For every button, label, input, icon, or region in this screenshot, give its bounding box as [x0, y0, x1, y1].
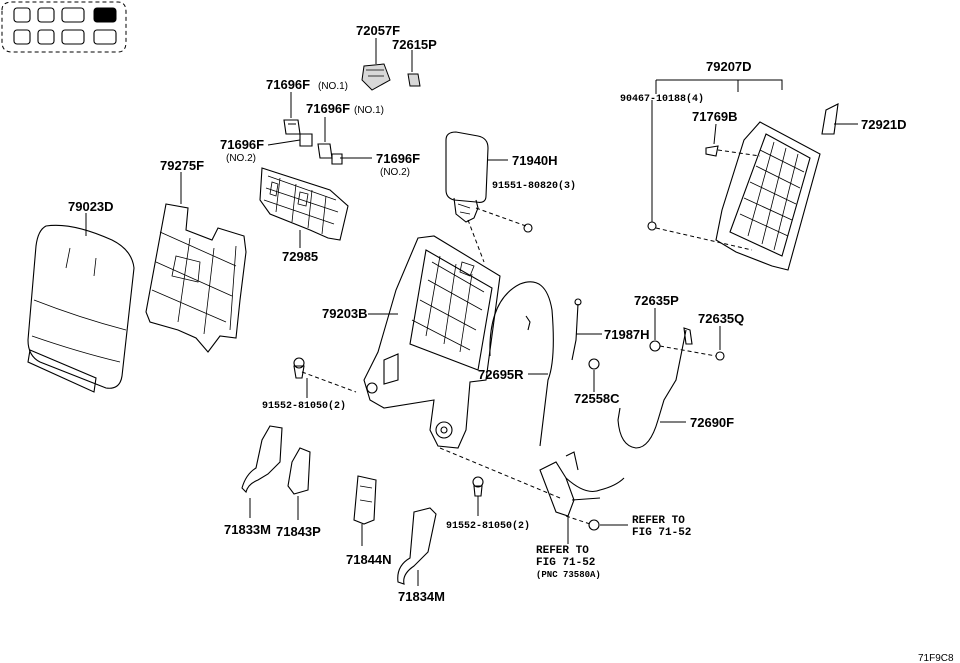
label-71844N[interactable]: 71844N — [346, 552, 392, 567]
label-71696F-a[interactable]: 71696F — [266, 77, 311, 92]
label-72057F[interactable]: 72057F — [356, 23, 401, 38]
label-72558C[interactable]: 72558C — [574, 391, 620, 406]
diagram-code: 71F9C8 — [918, 653, 954, 663]
part-71844N-drawing — [353, 475, 377, 546]
seat-belt-drawing — [539, 451, 625, 544]
label-91552-81050-b[interactable]: 91552-81050(2) — [446, 521, 531, 532]
label-72690F[interactable]: 72690F — [690, 415, 735, 430]
label-72635P[interactable]: 72635P — [634, 293, 679, 308]
ref-fig-71-52-b[interactable]: REFER TO FIG 71-52 (PNC 73580A) — [536, 545, 601, 581]
label-72921D[interactable]: 72921D — [861, 117, 907, 132]
part-72558C-drawing — [588, 358, 600, 392]
label-71987H[interactable]: 71987H — [604, 327, 650, 342]
part-71843P-drawing — [287, 447, 311, 520]
ref-b-line1: REFER TO — [536, 545, 589, 557]
part-71696F-drawing — [267, 92, 372, 165]
part-72921D-drawing — [821, 103, 858, 135]
label-79023D[interactable]: 79023D — [68, 199, 114, 214]
seat-layout-icon — [1, 1, 127, 53]
part-71833M-drawing — [241, 425, 283, 518]
label-90467-10188[interactable]: 90467-10188(4) — [620, 94, 705, 105]
label-91552-81050-a[interactable]: 91552-81050(2) — [262, 401, 347, 412]
part-72695R-drawing — [489, 281, 554, 447]
label-71696F-d[interactable]: 71696F — [376, 151, 421, 166]
label-71834M[interactable]: 71834M — [398, 589, 445, 604]
part-71834M-drawing — [397, 507, 437, 586]
ref-a-line1: REFER TO — [632, 515, 685, 527]
part-72057F-drawing — [361, 38, 391, 91]
ref-b-line2: FIG 71-52 — [536, 557, 596, 569]
ref-b-line3: (PNC 73580A) — [536, 570, 601, 580]
part-79207D-drawing — [647, 79, 821, 271]
label-72985[interactable]: 72985 — [282, 249, 319, 264]
part-72635-drawing — [649, 308, 725, 361]
part-72690F-drawing — [617, 327, 693, 449]
note-71696F-d: (NO.2) — [380, 167, 410, 178]
ref-a-line2: FIG 71-52 — [632, 527, 692, 539]
label-71940H[interactable]: 71940H — [512, 153, 558, 168]
ref-fig-71-52-a[interactable]: REFER TO FIG 71-52 — [632, 515, 691, 539]
part-79203B-drawing — [363, 235, 501, 449]
label-71833M[interactable]: 71833M — [224, 522, 271, 537]
label-71769B[interactable]: 71769B — [692, 109, 738, 124]
part-71987H-drawing — [571, 298, 602, 361]
label-91551-80820[interactable]: 91551-80820(3) — [492, 181, 577, 192]
note-71696F-b: (NO.1) — [354, 105, 384, 116]
label-72635Q[interactable]: 72635Q — [698, 311, 745, 326]
part-79275F-drawing — [145, 172, 247, 353]
label-71696F-b[interactable]: 71696F — [306, 101, 351, 116]
label-72615P[interactable]: 72615P — [392, 37, 437, 52]
label-79207D[interactable]: 79207D — [706, 59, 752, 74]
bolts-drawing — [293, 357, 628, 531]
label-71696F-c[interactable]: 71696F — [220, 137, 265, 152]
label-71843P[interactable]: 71843P — [276, 524, 321, 539]
label-72695R[interactable]: 72695R — [478, 367, 524, 382]
label-79203B[interactable]: 79203B — [322, 306, 368, 321]
part-72615P-drawing — [407, 50, 421, 87]
part-79023D-drawing — [27, 213, 135, 393]
note-71696F-a: (NO.1) — [318, 81, 348, 92]
note-71696F-c: (NO.2) — [226, 153, 256, 164]
part-72985-drawing — [259, 167, 349, 248]
label-79275F[interactable]: 79275F — [160, 158, 205, 173]
part-71940H-drawing — [445, 131, 533, 263]
